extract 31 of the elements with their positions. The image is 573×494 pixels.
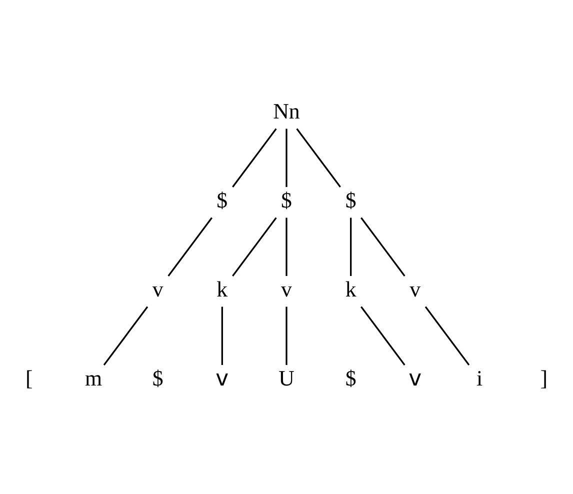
connector bbox=[360, 306, 406, 366]
node-text: k bbox=[216, 276, 228, 302]
connector bbox=[286, 128, 288, 188]
label: [ bbox=[26, 366, 33, 391]
connector bbox=[286, 306, 288, 365]
connector bbox=[221, 306, 223, 365]
node-text: U bbox=[278, 366, 294, 391]
node-text: v bbox=[152, 276, 164, 302]
node-text: v bbox=[410, 276, 421, 302]
connector bbox=[232, 128, 277, 188]
node-text: i bbox=[476, 366, 483, 391]
connector bbox=[360, 217, 406, 276]
node-text: $ bbox=[281, 188, 292, 213]
node-text: $ bbox=[345, 188, 356, 213]
node-text: Nn bbox=[273, 98, 300, 124]
label: ] bbox=[540, 366, 548, 391]
connector bbox=[424, 306, 470, 366]
connector bbox=[286, 218, 288, 276]
connector bbox=[296, 128, 341, 188]
node-text: $ bbox=[216, 188, 228, 213]
connector bbox=[103, 306, 148, 366]
node-text: v bbox=[408, 366, 422, 392]
connector bbox=[350, 218, 352, 276]
connector bbox=[232, 217, 277, 276]
node-text: v bbox=[281, 276, 292, 302]
node-text: v bbox=[216, 366, 229, 392]
label: $ bbox=[152, 366, 164, 391]
node-text: m bbox=[84, 366, 102, 391]
node-text: k bbox=[345, 276, 356, 302]
connector bbox=[168, 217, 212, 276]
label: $ bbox=[345, 366, 356, 391]
